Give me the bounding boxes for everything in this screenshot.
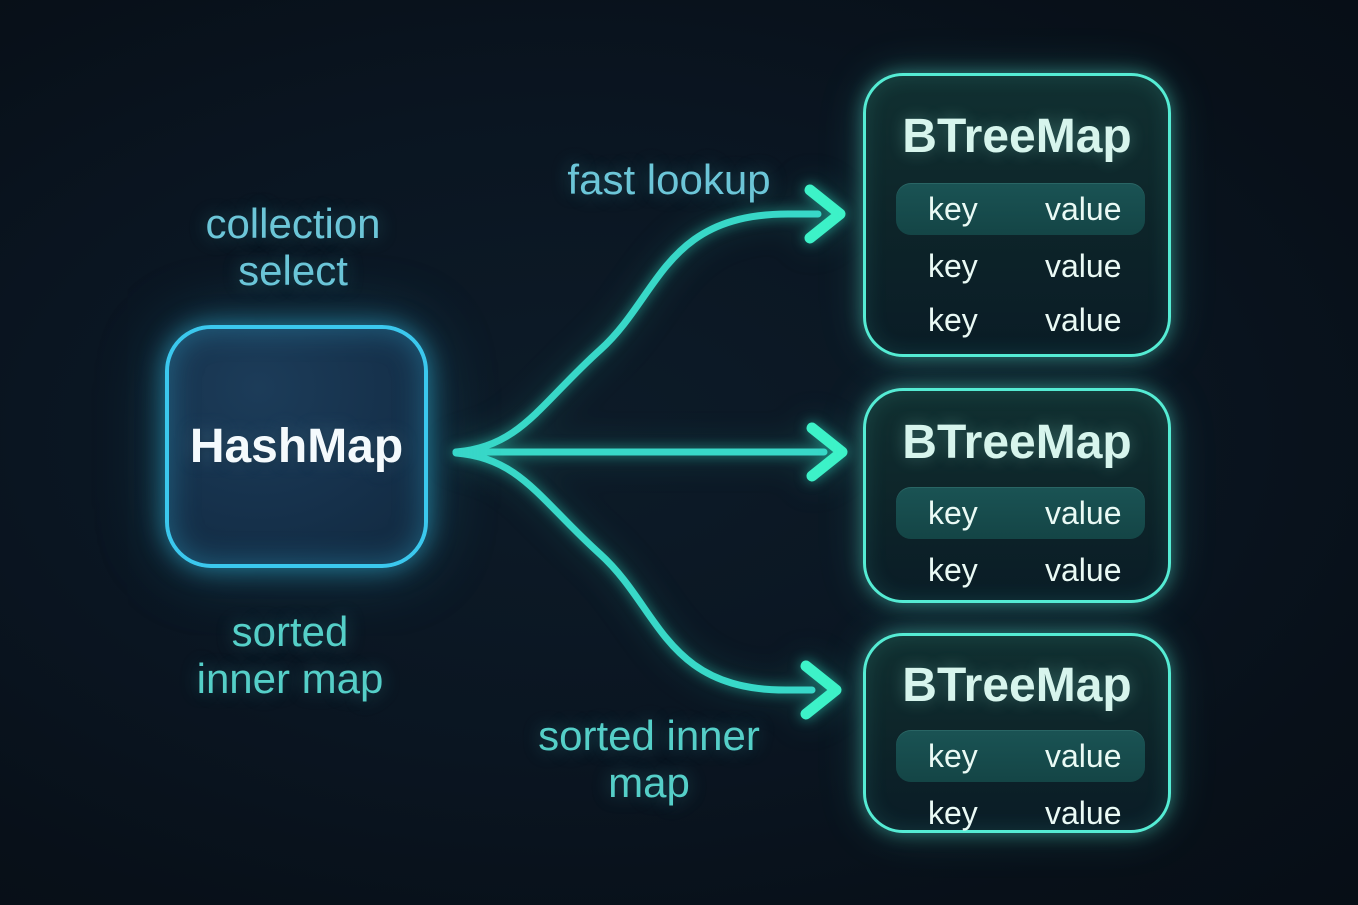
edge-label-sorted-inner-map: sorted inner map	[538, 712, 760, 807]
kv-row-highlighted: key value	[896, 487, 1145, 539]
btreemap-title: BTreeMap	[902, 416, 1132, 469]
source-bottom-label: sorted inner map	[196, 608, 384, 703]
kv-row-highlighted: key value	[896, 183, 1145, 235]
edge-label-fast-lookup: fast lookup	[567, 156, 771, 203]
kv-row: key value	[896, 297, 1145, 343]
btreemap-node-2: BTreeMap key value key value	[863, 388, 1171, 603]
arrowhead-bottom-icon	[800, 660, 842, 720]
value-cell: value	[1045, 551, 1122, 588]
btreemap-node-1: BTreeMap key value key value key value	[863, 73, 1171, 357]
kv-row: key value	[896, 790, 1145, 836]
value-cell: value	[1045, 794, 1122, 831]
btreemap-title: BTreeMap	[902, 110, 1132, 163]
row-list: key value key value	[866, 730, 1168, 836]
value-cell: value	[1045, 301, 1122, 338]
arrowhead-middle-icon	[806, 422, 848, 482]
value-cell: value	[1045, 190, 1122, 227]
value-cell: value	[1045, 494, 1122, 531]
edge-fast-lookup	[452, 210, 822, 456]
value-cell: value	[1045, 737, 1122, 774]
source-top-label: collection select	[205, 200, 381, 295]
btreemap-title: BTreeMap	[902, 659, 1132, 712]
hashmap-title: HashMap	[189, 420, 404, 473]
key-cell: key	[928, 301, 978, 338]
key-cell: key	[928, 494, 978, 531]
kv-row: key value	[896, 547, 1145, 593]
edge-sorted-inner-map	[452, 449, 816, 694]
arrowhead-top-icon	[804, 184, 846, 244]
row-list: key value key value key value	[866, 183, 1168, 343]
key-cell: key	[928, 190, 978, 227]
btreemap-node-3: BTreeMap key value key value	[863, 633, 1171, 833]
row-list: key value key value	[866, 487, 1168, 593]
key-cell: key	[928, 794, 978, 831]
key-cell: key	[928, 551, 978, 588]
hashmap-node: HashMap	[165, 325, 428, 568]
key-cell: key	[928, 247, 978, 284]
kv-row: key value	[896, 243, 1145, 289]
kv-row-highlighted: key value	[896, 730, 1145, 782]
key-cell: key	[928, 737, 978, 774]
value-cell: value	[1045, 247, 1122, 284]
